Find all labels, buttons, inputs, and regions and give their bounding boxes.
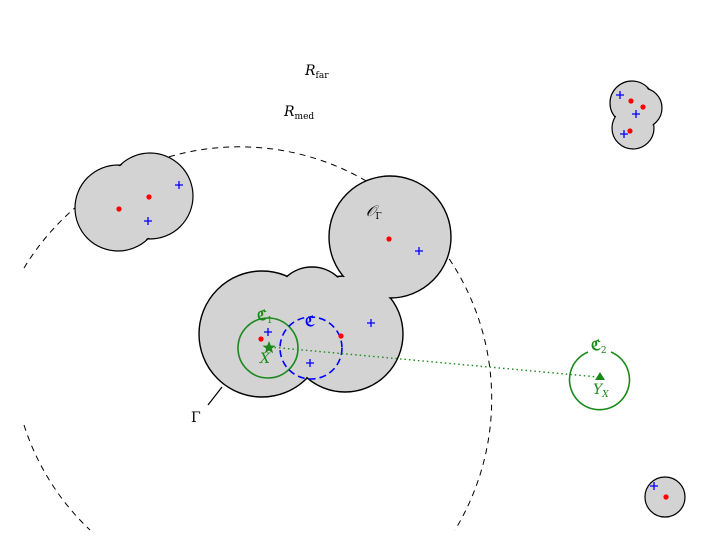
- circle-c-dashed: [279, 316, 343, 380]
- red-point: [663, 494, 669, 500]
- circle-c2: [568, 351, 631, 411]
- red-point: [116, 206, 122, 212]
- red-point: [386, 236, 392, 242]
- red-points: [116, 98, 669, 500]
- blue-plus-mark: [175, 181, 183, 189]
- blue-plus-mark: [650, 482, 658, 490]
- blue-plus-mark: [415, 247, 423, 255]
- label-c1: ℭ1: [257, 308, 273, 326]
- dashed-boundary-arc-lower: [23, 424, 91, 531]
- blob-top-left: [74, 152, 194, 252]
- red-point: [146, 194, 152, 200]
- label-c2: ℭ2: [591, 338, 607, 356]
- blue-plus-mark: [632, 110, 640, 118]
- blue-plus-mark: [616, 91, 624, 99]
- label-c: ℭ: [305, 314, 315, 330]
- red-point: [338, 333, 344, 339]
- label-gamma: Γ: [191, 410, 201, 426]
- label-r-far: Rfar: [304, 63, 329, 81]
- blob-main-gamma: [198, 175, 452, 398]
- star-icon: [262, 341, 276, 354]
- triangle-icon: [595, 372, 605, 380]
- circle-c1: [237, 317, 299, 379]
- dotted-connector: [269, 346, 599, 378]
- blue-plus-mark: [306, 359, 314, 367]
- label-y-x: YX: [593, 382, 609, 400]
- label-x: X: [259, 351, 271, 367]
- label-r-med: Rmed: [283, 104, 314, 122]
- blue-plus-mark: [620, 130, 628, 138]
- red-point: [628, 98, 634, 104]
- blue-plus-mark: [144, 217, 152, 225]
- blue-plus-mark: [367, 319, 375, 327]
- blue-plus-mark: [264, 328, 272, 336]
- red-point: [258, 336, 264, 342]
- gamma-pointer-line: [207, 386, 223, 406]
- blue-marks: [144, 91, 658, 490]
- red-point: [640, 104, 646, 110]
- red-point: [627, 128, 633, 134]
